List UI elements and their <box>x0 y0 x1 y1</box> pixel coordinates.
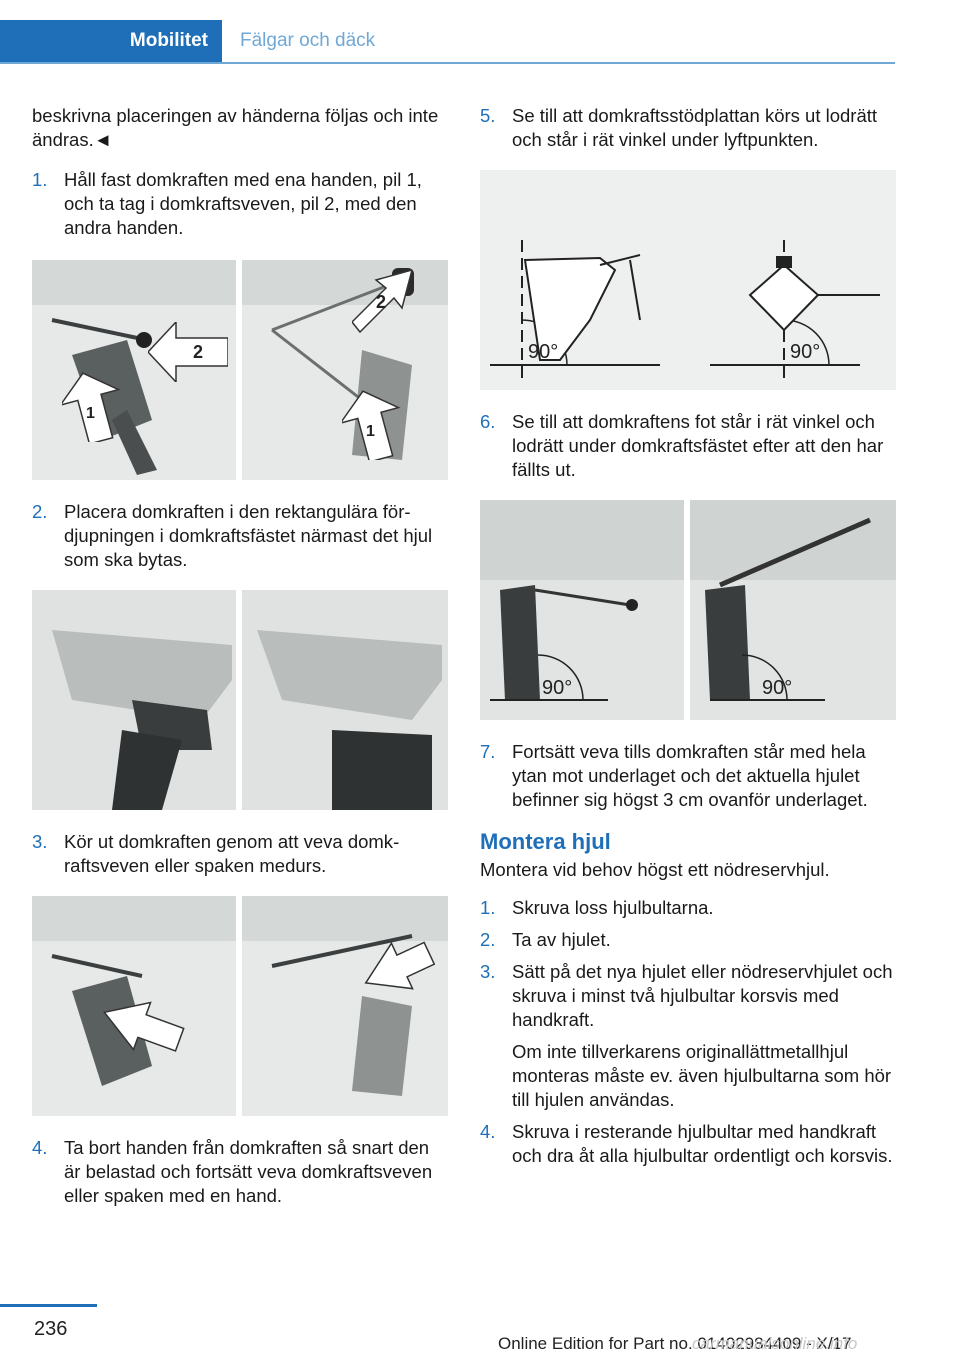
mount-step-1: 1. Skruva loss hjulbultarna. <box>480 896 896 920</box>
figure-jack-bracket <box>32 590 448 810</box>
figure-jack-crank <box>32 896 448 1116</box>
arrow-1-right: 1 <box>342 390 401 460</box>
jack-crank-illustration <box>32 896 448 1116</box>
tab-mobilitet[interactable]: Mobilitet <box>0 20 222 62</box>
step-text: Se till att domkraftens fot står i rät v… <box>512 411 884 480</box>
step-6: 6. Se till att domkraftens fot står i rä… <box>480 410 896 482</box>
step-number: 1. <box>32 169 48 190</box>
section-heading: Montera hjul <box>480 829 611 854</box>
step-text: Kör ut domkraften genom att veva domk­ra… <box>64 831 400 876</box>
page-number: 236 <box>34 1318 68 1340</box>
svg-text:2: 2 <box>193 342 203 362</box>
step-number: 4. <box>480 1121 496 1142</box>
svg-text:90°: 90° <box>790 341 820 363</box>
step-note: Om inte tillverkarens originallättmetall… <box>512 1041 892 1110</box>
step-number: 2. <box>480 929 496 950</box>
step-text: Ta av hjulet. <box>512 929 611 950</box>
section-intro: Montera vid behov högst ett nödreservhju… <box>480 859 830 880</box>
step-text: Håll fast domkraften med ena handen, pil… <box>64 169 422 238</box>
arrow-1-left: 1 <box>62 372 121 442</box>
step-3: 3. Kör ut domkraften genom att veva domk… <box>32 830 448 878</box>
svg-text:90°: 90° <box>542 677 572 699</box>
step-number: 3. <box>480 961 496 982</box>
intro-text: beskrivna placeringen av händerna följas… <box>32 105 439 150</box>
left-column: beskrivna placeringen av händerna följas… <box>32 104 448 1208</box>
footer-accent-line <box>0 1304 97 1307</box>
step-7: 7. Fortsätt veva tills domkraften står m… <box>480 740 896 812</box>
mount-step-4: 4. Skruva i resterande hjulbultar med ha… <box>480 1120 896 1168</box>
arrow-2-right: 2 <box>352 270 412 334</box>
figure-jack-foot: 90° 90° <box>480 500 896 720</box>
jack-foot-illustration: 90° 90° <box>480 500 896 720</box>
svg-text:90°: 90° <box>762 677 792 699</box>
svg-text:2: 2 <box>376 292 386 312</box>
svg-text:90°: 90° <box>528 341 558 363</box>
figure-jack-angle-diagram: 90° 90° <box>480 170 896 390</box>
edition-text: Online Edition for Part no. 01402984409 … <box>498 1334 852 1353</box>
jack-angle-diagram: 90° 90° <box>490 240 880 380</box>
step-number: 1. <box>480 897 496 918</box>
tab-falgar-och-dack[interactable]: Fälgar och däck <box>240 30 376 51</box>
jack-bracket-illustration <box>32 590 448 810</box>
arrow-2-left: 2 <box>148 322 228 382</box>
right-column: 5. Se till att domkraftsstödplattan körs… <box>480 104 896 1168</box>
header-tabs: Mobilitet Fälgar och däck <box>0 20 895 64</box>
step-number: 6. <box>480 411 496 432</box>
step-number: 5. <box>480 105 496 126</box>
watermark-text: carmanualsonline.info <box>692 1334 858 1353</box>
step-text: Skruva loss hjulbultarna. <box>512 897 714 918</box>
step-number: 2. <box>32 501 48 522</box>
step-number: 7. <box>480 741 496 762</box>
mount-step-2: 2. Ta av hjulet. <box>480 928 896 952</box>
mount-step-3: 3. Sätt på det nya hjulet eller nödreser… <box>480 960 896 1112</box>
step-1: 1. Håll fast domkraften med ena handen, … <box>32 168 448 240</box>
figure-jack-handles: 1 2 2 1 <box>32 260 448 480</box>
step-text: Placera domkraften i den rektangulära fö… <box>64 501 433 570</box>
step-5: 5. Se till att domkraftsstödplattan körs… <box>480 104 896 152</box>
step-text: Ta bort handen från domkraften så snart … <box>64 1137 433 1206</box>
step-number: 3. <box>32 831 48 852</box>
step-4: 4. Ta bort handen från domkraften så sna… <box>32 1136 448 1208</box>
svg-text:1: 1 <box>86 405 95 422</box>
svg-text:1: 1 <box>366 423 375 440</box>
step-text: Fortsätt veva tills domkraften står med … <box>512 741 868 810</box>
step-2: 2. Placera domkraften i den rektangulära… <box>32 500 448 572</box>
step-number: 4. <box>32 1137 48 1158</box>
step-text: Skruva i resterande hjulbultar med hand­… <box>512 1121 893 1166</box>
step-text: Se till att domkraftsstödplattan körs ut… <box>512 105 878 150</box>
step-text: Sätt på det nya hjulet eller nödreservhj… <box>512 961 893 1030</box>
